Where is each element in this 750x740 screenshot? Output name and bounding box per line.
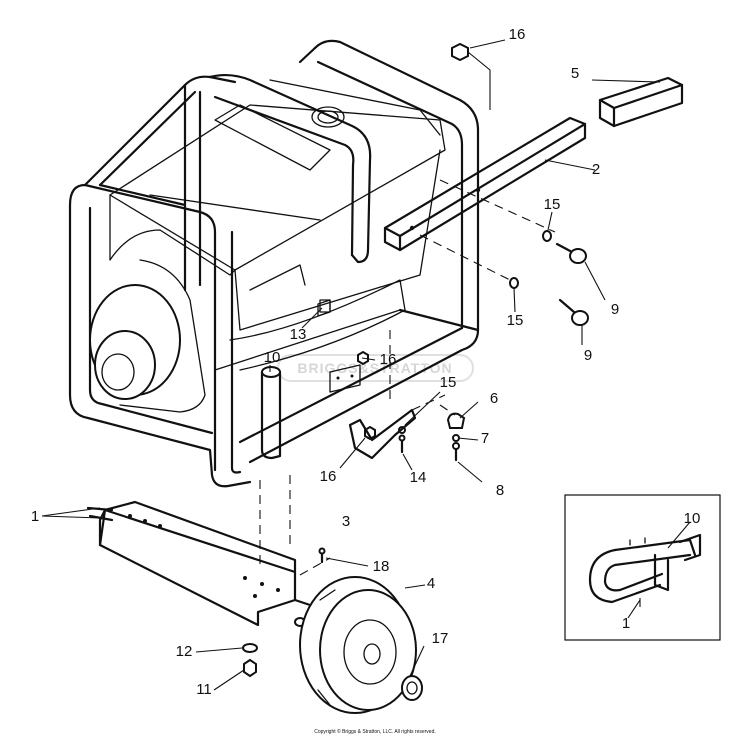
support-bracket bbox=[329, 364, 417, 460]
callout-label: 18 bbox=[373, 558, 390, 575]
callout-label: 14 bbox=[410, 469, 427, 486]
callout-label: 4 bbox=[427, 575, 435, 592]
callout-label: 2 bbox=[592, 161, 600, 178]
callout-label: 15 bbox=[544, 196, 561, 213]
callout-label: 10 bbox=[264, 349, 281, 366]
callout-label: 16 bbox=[380, 351, 397, 368]
callout-label: 5 bbox=[571, 65, 579, 82]
callout-label: 1 bbox=[31, 508, 39, 525]
assembly-lines bbox=[259, 179, 556, 576]
callout-label: 3 bbox=[342, 513, 350, 530]
callout-label: 9 bbox=[611, 301, 619, 318]
wheel bbox=[299, 576, 417, 714]
callout-label: 6 bbox=[490, 390, 498, 407]
callout-label: 9 bbox=[584, 347, 592, 364]
inset-detail: 10 1 bbox=[564, 494, 721, 641]
callout-label: 15 bbox=[440, 374, 457, 391]
callout-label: 7 bbox=[481, 430, 489, 447]
hub-cap bbox=[401, 675, 423, 701]
callout-label: 15 bbox=[507, 312, 524, 329]
inset-callout-label: 10 bbox=[684, 510, 701, 527]
callout-label: 8 bbox=[496, 482, 504, 499]
leader-lines bbox=[41, 39, 661, 691]
callout-label: 11 bbox=[196, 681, 212, 698]
callout-label: 16 bbox=[509, 26, 526, 43]
tube-sleeve bbox=[260, 366, 282, 460]
wheel-bracket bbox=[86, 500, 312, 627]
callout-label: 13 bbox=[290, 326, 307, 343]
callout-label: 12 bbox=[176, 643, 193, 660]
handle-assembly bbox=[383, 76, 684, 252]
copyright-text: Copyright © Briggs & Stratton, LLC. All … bbox=[314, 728, 436, 735]
watermark-text: BRIGGS&STRATTON bbox=[297, 360, 452, 376]
generator-frame bbox=[68, 39, 480, 488]
inset-callout-label: 1 bbox=[622, 615, 630, 632]
callouts: 16 5 2 15 9 15 9 13 16 10 15 6 7 8 14 16… bbox=[31, 26, 619, 698]
callout-label: 16 bbox=[320, 468, 337, 485]
callout-label: 17 bbox=[432, 630, 449, 647]
engine-block bbox=[89, 79, 446, 413]
